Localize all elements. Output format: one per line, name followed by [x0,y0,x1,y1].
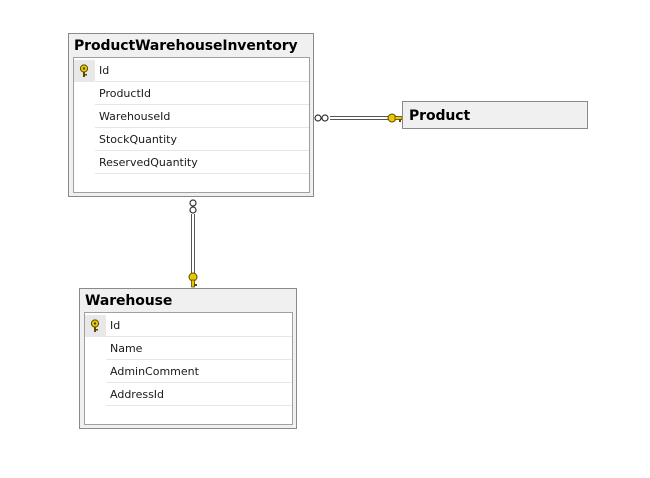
column-name: ProductId [99,87,151,100]
column-name: Name [110,342,143,355]
column-name: AddressId [110,388,165,401]
column-row[interactable]: AddressId [85,384,292,406]
column-name: AdminComment [110,365,199,378]
column-name: ReservedQuantity [99,156,198,169]
column-row[interactable]: ReservedQuantity [74,152,309,174]
table-warehouse[interactable]: Warehouse Id Name AdminComment [79,288,297,429]
key-end-icon [188,272,198,288]
column-name: Id [99,64,110,77]
relationship-pwi-product[interactable] [314,113,403,123]
row-selector [85,361,106,383]
table-product-warehouse-inventory[interactable]: ProductWarehouseInventory Id ProductId W… [68,33,314,197]
column-row[interactable]: AdminComment [85,361,292,383]
column-list: Id ProductId WarehouseId StockQuantity R… [73,57,310,193]
row-selector [74,152,95,174]
row-selector [85,384,106,406]
many-end-icon [189,199,197,214]
column-row[interactable]: Id [74,60,309,82]
column-row[interactable]: WarehouseId [74,106,309,128]
primary-key-icon [90,319,100,332]
row-selector [74,129,95,151]
column-row[interactable]: ProductId [74,83,309,105]
column-name: Id [110,319,121,332]
table-product[interactable]: Product [402,101,588,129]
key-end-icon [387,113,403,123]
row-selector [74,106,95,128]
column-name: WarehouseId [99,110,171,123]
many-end-icon [314,114,329,122]
column-row[interactable]: Name [85,338,292,360]
row-selector [85,338,106,360]
primary-key-icon [79,64,89,77]
column-row[interactable]: Id [85,315,292,337]
table-title: ProductWarehouseInventory [74,38,298,54]
row-selector [74,83,95,105]
column-name: StockQuantity [99,133,177,146]
table-title: Product [409,108,471,124]
table-title: Warehouse [85,293,173,309]
column-list: Id Name AdminComment AddressId [84,312,293,425]
relationship-pwi-warehouse[interactable] [188,199,198,288]
column-row[interactable]: StockQuantity [74,129,309,151]
